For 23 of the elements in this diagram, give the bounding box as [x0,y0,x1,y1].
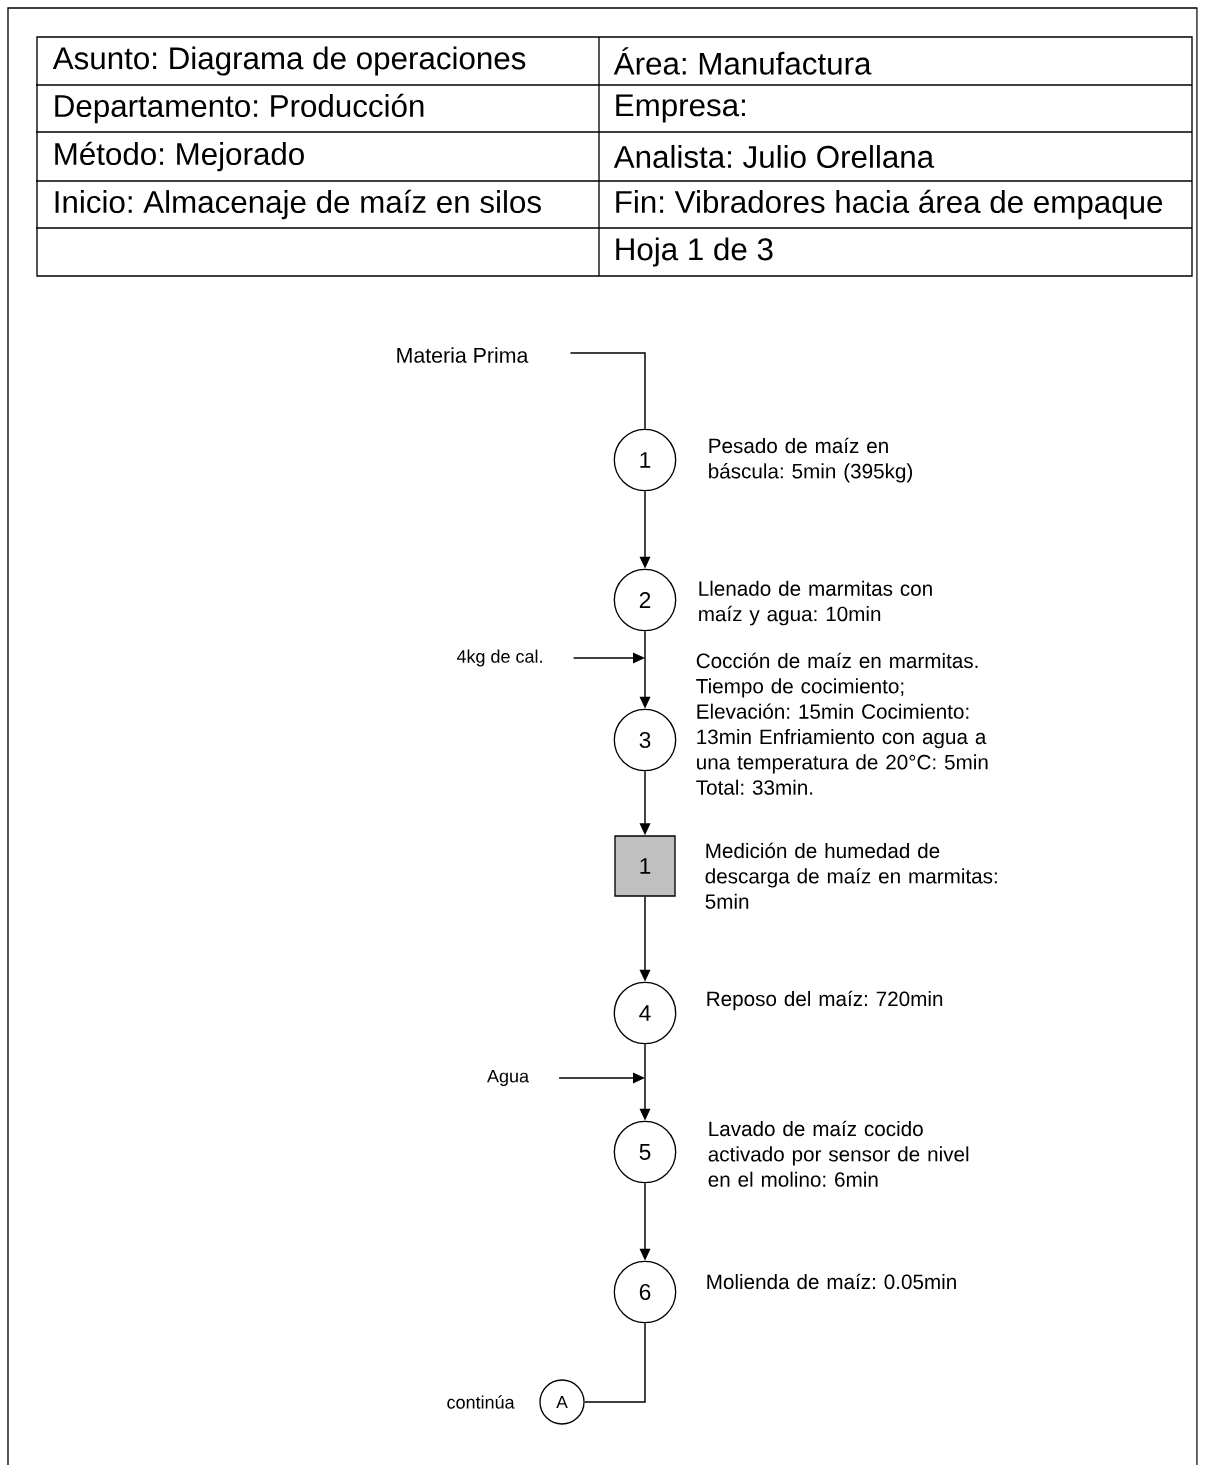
continue-label: continúa [447,1395,515,1409]
table-cell-text: Fin: Vibradores hacia área de empaque [616,189,1163,220]
inspection-square: 1 [614,835,676,897]
table-cell-text: Empresa: [616,94,745,123]
step-description: Cocción de maíz en marmitas. Tiempo de cocimiento; Elevación: 15min Cocimiento: 13min Enfriamiento con agua a una temperatura de 20°C: 5min Total: 33min. [696,652,988,795]
input-label: 4kg de cal. [456,649,542,667]
input-label: Agua [487,1069,529,1087]
step-description: Lavado de maíz cocido activado por sensor de nivel en el molino: 6min [708,1120,969,1187]
connector-line [583,1322,646,1403]
connector-line [569,352,646,430]
step-description: Reposo del maíz: 720min [707,990,943,1011]
table-cell-text: Área: Manufactura [613,47,872,75]
table-cell-text: Método: Mejorado [55,141,304,172]
step-description: Medición de humedad de descarga de maíz en marmitas: 5min [705,842,997,909]
table-cell-text: Inicio: Almacenaje de maíz en silos [55,189,541,220]
step-description: Llenado de marmitas con maíz y agua: 10min [699,580,932,626]
table-cell-text: Departamento: Producción [55,93,424,124]
table-cell-text: Analista: Julio Orellana [613,145,935,168]
input-label: Materia Prima [397,347,529,363]
step-description: Molienda de maíz: 0.05min [707,1273,956,1290]
table-cell-text: Asunto: Diagrama de operaciones [52,46,526,76]
step-description: Pesado de maíz en báscula: 5min (395kg) [709,437,913,483]
table-cell-text: Hoja 1 de 3 [616,237,773,267]
